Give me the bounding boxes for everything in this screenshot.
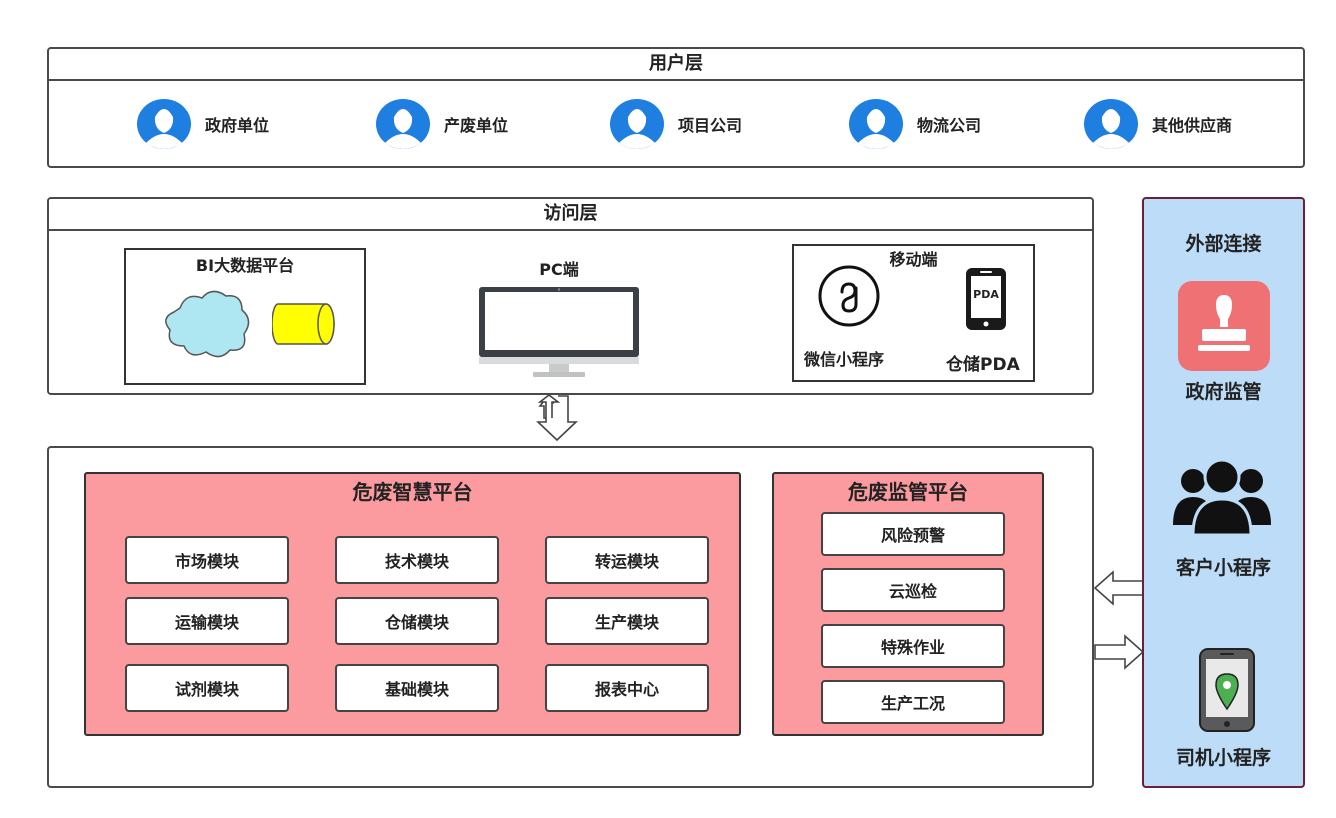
user-icon — [137, 99, 191, 149]
cloud-icon — [165, 290, 250, 358]
bi-platform-box: BI大数据平台 — [124, 248, 366, 385]
arrow-right-icon — [1094, 634, 1145, 670]
stamp-icon — [1178, 281, 1270, 371]
user-layer: 用户层 政府单位 产废单位 项目公司 物流公司 — [47, 47, 1305, 168]
user-label: 其他供应商 — [1152, 116, 1233, 135]
user-icon — [849, 99, 903, 149]
user-other-supplier: 其他供应商 — [1084, 99, 1232, 149]
supervision-platform: 危废监管平台 风险预警 云巡检 特殊作业 生产工况 — [772, 472, 1044, 736]
mobile-title: 移动端 — [889, 250, 938, 269]
module-reagent[interactable]: 试剂模块 — [125, 664, 289, 712]
external-connections-panel: 外部连接 政府监管 客户小程序 司机小程序 — [1142, 197, 1305, 788]
pc-title: PC端 — [539, 260, 579, 279]
module-storage[interactable]: 仓储模块 — [335, 597, 499, 645]
group-icon — [1173, 458, 1271, 535]
external-item-label: 客户小程序 — [1175, 557, 1271, 579]
user-label: 物流公司 — [917, 116, 982, 135]
smart-platform: 危废智慧平台 市场模块 技术模块 转运模块 运输模块 仓储模块 生产模块 试剂模… — [84, 472, 741, 736]
module-production[interactable]: 生产模块 — [545, 597, 709, 645]
module-risk-warning[interactable]: 风险预警 — [821, 512, 1005, 556]
bidirectional-arrow-icon — [536, 394, 578, 442]
user-icon — [376, 99, 430, 149]
module-transfer[interactable]: 转运模块 — [545, 536, 709, 584]
module-report-center[interactable]: 报表中心 — [545, 664, 709, 712]
user-gov: 政府单位 — [137, 99, 269, 149]
module-base[interactable]: 基础模块 — [335, 664, 499, 712]
wechat-mini-program-label: 微信小程序 — [804, 350, 885, 369]
external-item-label: 政府监管 — [1185, 381, 1262, 403]
bi-platform-title: BI大数据平台 — [195, 256, 295, 275]
smart-platform-title: 危废智慧平台 — [352, 480, 473, 504]
user-layer-title: 用户层 — [49, 49, 1303, 81]
platform-layer: 危废智慧平台 市场模块 技术模块 转运模块 运输模块 仓储模块 生产模块 试剂模… — [47, 446, 1094, 788]
module-technology[interactable]: 技术模块 — [335, 536, 499, 584]
access-layer-title: 访问层 — [49, 199, 1092, 231]
external-connections-title: 外部连接 — [1185, 233, 1262, 255]
access-layer: 访问层 BI大数据平台 PC端 移动端 微信小程序 — [47, 197, 1094, 395]
module-cloud-inspection[interactable]: 云巡检 — [821, 568, 1005, 612]
user-icon — [1084, 99, 1138, 149]
module-transport[interactable]: 运输模块 — [125, 597, 289, 645]
user-producer: 产废单位 — [376, 99, 508, 149]
user-logistics: 物流公司 — [849, 99, 981, 149]
supervision-platform-title: 危废监管平台 — [848, 480, 968, 504]
user-label: 政府单位 — [205, 116, 270, 135]
user-project-company: 项目公司 — [610, 99, 742, 149]
monitor-icon — [479, 287, 639, 377]
phone-location-icon — [1199, 648, 1255, 732]
user-icon — [610, 99, 664, 149]
wechat-mini-program-icon — [818, 265, 880, 327]
module-special-operation[interactable]: 特殊作业 — [821, 624, 1005, 668]
user-label: 产废单位 — [444, 116, 509, 135]
pda-icon-text: PDA — [973, 288, 999, 301]
module-market[interactable]: 市场模块 — [125, 536, 289, 584]
pda-label: 仓储PDA — [946, 355, 1020, 375]
module-production-condition[interactable]: 生产工况 — [821, 680, 1005, 724]
user-label: 项目公司 — [678, 116, 743, 135]
arrow-left-icon — [1093, 570, 1144, 606]
mobile-box: 移动端 微信小程序 PDA 仓储PDA — [792, 244, 1035, 382]
database-cylinder-icon — [272, 303, 335, 345]
external-item-label: 司机小程序 — [1175, 747, 1271, 769]
pda-device-icon — [966, 268, 1006, 330]
